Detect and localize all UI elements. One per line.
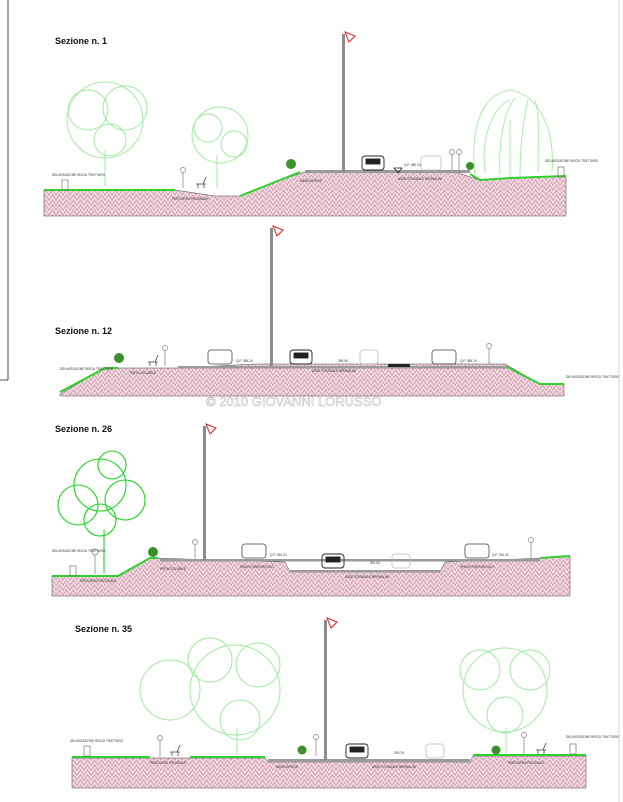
section-title: Sezione n. 35 bbox=[75, 624, 132, 634]
car-icon bbox=[321, 553, 345, 569]
person-icon bbox=[449, 149, 462, 170]
boundary-post bbox=[569, 743, 577, 755]
label-sidewalk: MARCIAPIEDE bbox=[276, 765, 298, 769]
level-value: 389.08 bbox=[338, 359, 348, 363]
section-12: Sezione n. 12 Q.P. 389.16 389.08 Q.P. 38… bbox=[55, 225, 620, 409]
label-parking: SPAZIO PARCHEGGIO bbox=[240, 565, 274, 569]
label-footpath: PERCORSO PEDONALE bbox=[508, 761, 545, 765]
label-cycle-lane: PISTA CICLABILE bbox=[130, 371, 156, 375]
person-icon bbox=[157, 732, 527, 757]
level-value: Q.P. 391.02 bbox=[492, 553, 509, 557]
shrub-icon bbox=[286, 159, 474, 170]
car-icon bbox=[345, 743, 369, 759]
section-title: Sezione n. 26 bbox=[55, 424, 112, 434]
tree-large-right bbox=[459, 647, 551, 755]
label-boundary: DELIMITAZIONE RISGU TRATTURO bbox=[70, 739, 124, 743]
label-boundary: DELIMITAZIONE RISGU TRATTURO bbox=[52, 173, 106, 177]
light-pole bbox=[324, 617, 338, 760]
label-footpath: PERCORSO PEDONALE bbox=[172, 197, 209, 201]
road-surface bbox=[178, 366, 508, 369]
boundary-post bbox=[557, 166, 565, 178]
label-road-axis: ASSE STRADALE BERNALINI bbox=[372, 765, 416, 769]
tree-large-left bbox=[139, 637, 281, 755]
grass-line bbox=[59, 365, 564, 393]
car-outline-icon bbox=[464, 543, 490, 559]
label-parking: SPAZIO PARCHEGGIO bbox=[460, 565, 494, 569]
bench-icon bbox=[196, 176, 207, 188]
person-icon bbox=[180, 167, 186, 188]
shrub-icon bbox=[297, 745, 501, 755]
grass-line bbox=[72, 754, 586, 758]
road-surface bbox=[305, 170, 470, 173]
label-road-axis: ASSE STRADALE BERNALINI bbox=[312, 369, 356, 373]
boundary-post bbox=[61, 179, 69, 191]
car-icon bbox=[289, 349, 313, 365]
car-outline-icon bbox=[420, 155, 442, 171]
level-marker-icon bbox=[393, 167, 403, 174]
tree-medium-left bbox=[191, 106, 249, 188]
light-pole bbox=[342, 31, 356, 172]
bench-icon bbox=[148, 354, 159, 366]
road-surface bbox=[268, 759, 470, 762]
section-35: Sezione n. 35 bbox=[70, 617, 620, 789]
label-road-axis: ASSE STRADALE BERNALINI bbox=[398, 177, 442, 181]
label-sidewalk: MARCIAPIEDE bbox=[300, 179, 322, 183]
level-value: 393.29 bbox=[394, 751, 404, 755]
label-footpath: PERCORSO PEDONALE bbox=[150, 761, 187, 765]
level-value: Q.P. 389.16 bbox=[236, 359, 253, 363]
boundary-post bbox=[83, 745, 91, 757]
label-boundary: DELIMITAZIONE RISGU TRATTURO bbox=[52, 549, 106, 553]
car-icon bbox=[361, 155, 385, 171]
shrub-icon bbox=[114, 353, 124, 363]
ground-profile bbox=[51, 555, 571, 597]
shrub-icon bbox=[148, 547, 158, 557]
label-boundary: DELIMITAZIONE RISGU TRATTURO bbox=[545, 159, 599, 163]
light-pole bbox=[270, 225, 284, 366]
median bbox=[388, 364, 410, 367]
willow-tree bbox=[473, 89, 553, 178]
person-icon bbox=[162, 343, 492, 366]
label-boundary: DELIMITAZIONE RISGU TRATTURO bbox=[566, 735, 620, 739]
level-value: Q.P. 391.03 bbox=[270, 553, 287, 557]
level-value: Q.P. 380.20 bbox=[404, 163, 421, 167]
light-pole bbox=[203, 423, 217, 560]
boundary-post bbox=[69, 565, 77, 577]
car-outline-icon bbox=[425, 743, 445, 759]
car-outline-icon bbox=[391, 553, 411, 569]
tree-bright bbox=[57, 450, 146, 573]
bench-icon bbox=[170, 742, 547, 756]
label-boundary: DELIMITAZIONE RISGU TRATTURO bbox=[60, 367, 114, 371]
watermark: © 2010 GIOVANNI LORUSSO bbox=[206, 394, 382, 409]
level-value: 391.02 bbox=[370, 561, 380, 565]
car-outline-icon bbox=[359, 349, 379, 365]
road-surface bbox=[290, 570, 440, 573]
person-icon bbox=[91, 537, 534, 574]
section-26: Sezione n. 26 Q.P. bbox=[51, 423, 571, 597]
grass-line bbox=[52, 555, 571, 577]
label-footpath: PERCORSO PEDONALE bbox=[80, 579, 117, 583]
section-title: Sezione n. 12 bbox=[55, 326, 112, 336]
label-road-axis: ASSE STRADALE BERNALINI bbox=[345, 575, 389, 579]
tree-large-left bbox=[66, 81, 148, 186]
car-outline-icon bbox=[431, 349, 457, 365]
label-boundary: DELIMITAZIONE RISGU TRATTURO bbox=[566, 375, 620, 379]
car-outline-icon bbox=[207, 349, 233, 365]
car-outline-icon bbox=[241, 543, 267, 559]
level-value: Q.P. 389.16 bbox=[460, 359, 477, 363]
section-title: Sezione n. 1 bbox=[55, 36, 107, 46]
road-surface bbox=[160, 559, 540, 562]
section-1: Sezione n. 1 bbox=[43, 31, 599, 217]
label-cycle-lane: PISTA CICLABILE bbox=[160, 567, 186, 571]
